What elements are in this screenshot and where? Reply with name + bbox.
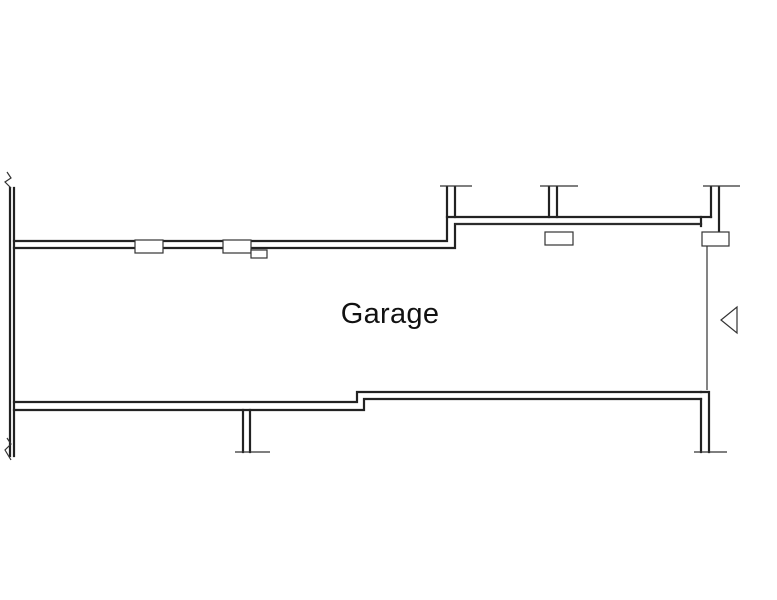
window-symbol — [222, 239, 252, 254]
entry-arrow-icon — [720, 305, 738, 335]
lower-partition-stub — [235, 408, 270, 454]
top-wall — [12, 215, 703, 250]
upper-partition-stubs — [440, 185, 740, 234]
left-end-wall — [4, 171, 16, 461]
room-label-garage: Garage — [340, 298, 440, 330]
garage-door-opening — [706, 246, 738, 390]
panel-symbol — [544, 231, 574, 246]
window-symbol — [134, 239, 164, 254]
bottom-wall — [12, 390, 727, 454]
wall-fixtures — [134, 231, 730, 259]
door-jamb-symbol — [701, 231, 730, 247]
outlet-symbol — [250, 249, 268, 259]
